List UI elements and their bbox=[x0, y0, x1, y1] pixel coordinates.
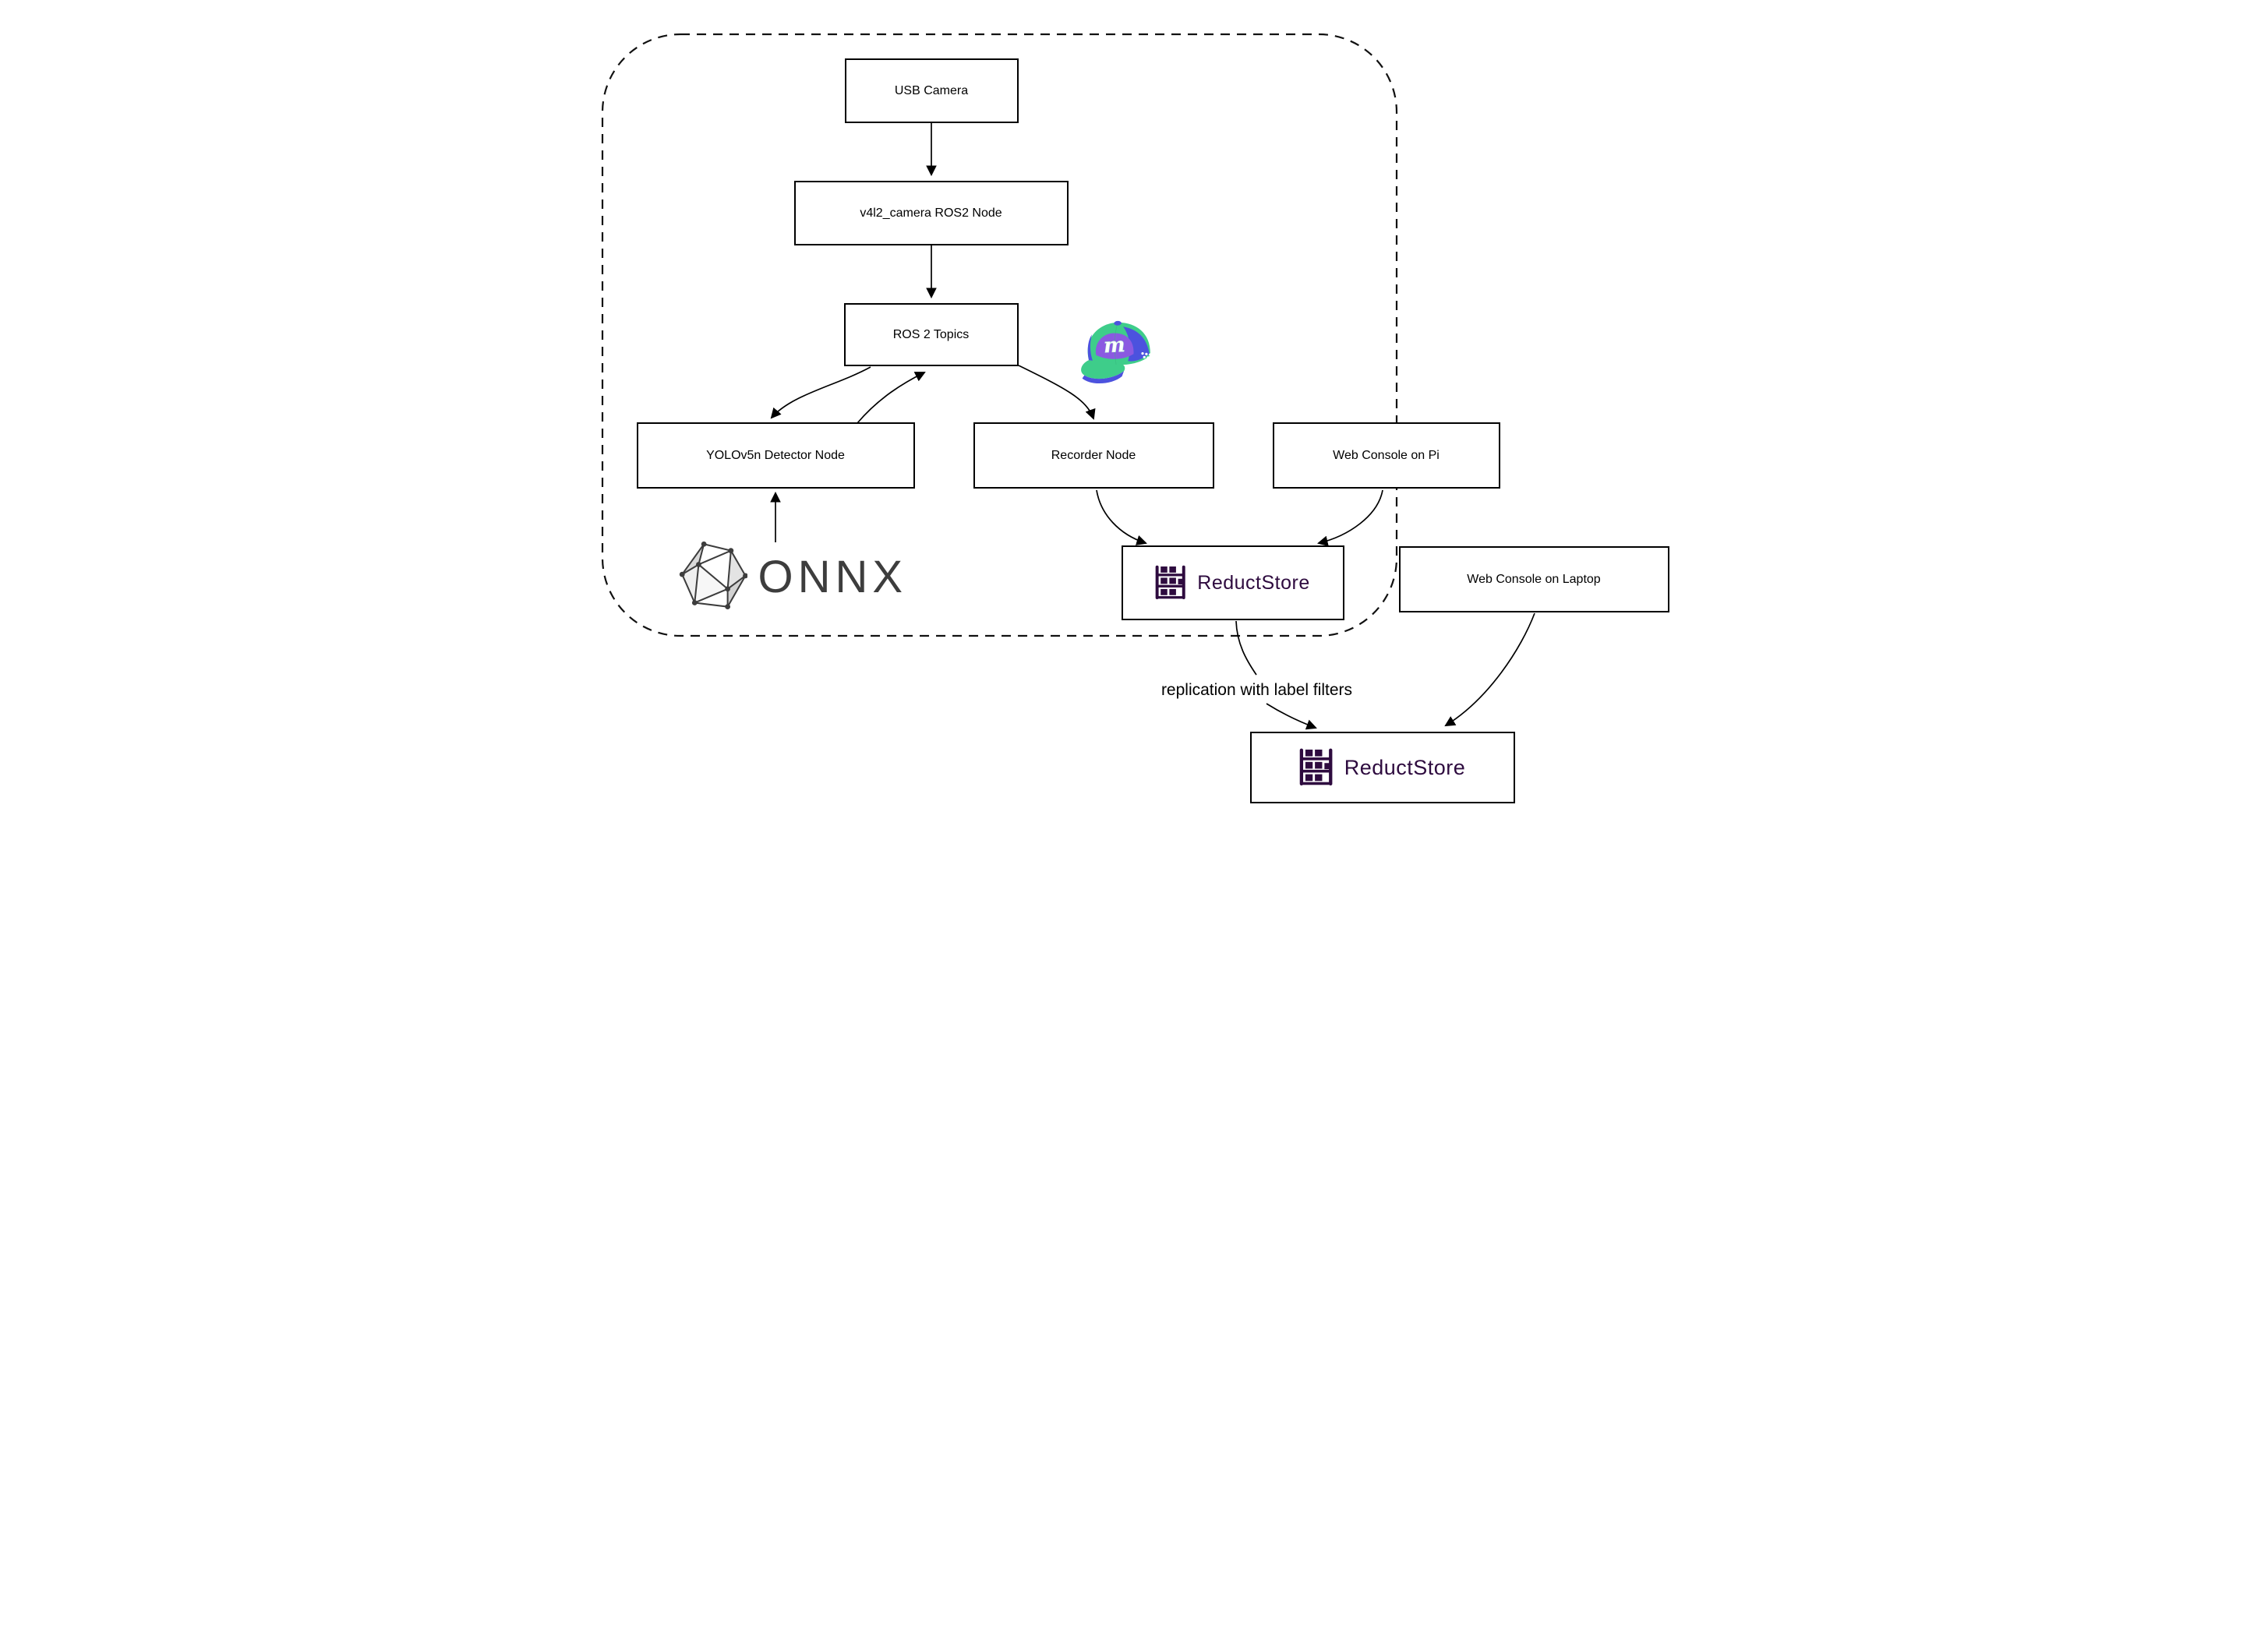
onnx-logo: ONNX bbox=[679, 541, 908, 613]
mcap-cap-icon: m bbox=[1076, 316, 1161, 386]
node-v4l2-camera-ros2[interactable]: v4l2_camera ROS2 Node bbox=[793, 181, 1069, 245]
mcap-monogram: m bbox=[1103, 334, 1125, 358]
node-label: ROS 2 Topics bbox=[892, 327, 970, 341]
node-label: Web Console on Pi bbox=[1333, 448, 1440, 462]
node-recorder[interactable]: Recorder Node bbox=[973, 422, 1214, 489]
node-label: Web Console on Laptop bbox=[1467, 572, 1601, 586]
reductstore-shelf-icon bbox=[1299, 747, 1335, 788]
diagram-canvas: USB Camera v4l2_camera ROS2 Node ROS 2 T… bbox=[567, 0, 1701, 814]
reductstore-wordmark: ReductStore bbox=[1344, 755, 1466, 779]
onnx-polyhedron-icon bbox=[679, 541, 748, 613]
node-ros2-topics[interactable]: ROS 2 Topics bbox=[843, 303, 1019, 366]
reductstore-shelf-icon bbox=[1155, 564, 1188, 602]
reductstore-wordmark: ReductStore bbox=[1197, 571, 1310, 594]
node-reductstore-central[interactable]: ReductStore bbox=[1249, 732, 1515, 803]
node-web-console-pi[interactable]: Web Console on Pi bbox=[1272, 422, 1500, 489]
edge-device-boundary bbox=[567, 0, 1701, 814]
node-label: v4l2_camera ROS2 Node bbox=[860, 206, 1002, 220]
node-label: USB Camera bbox=[894, 83, 969, 97]
node-label: Recorder Node bbox=[1051, 448, 1136, 462]
node-usb-camera[interactable]: USB Camera bbox=[844, 58, 1019, 123]
node-label: YOLOv5n Detector Node bbox=[706, 448, 845, 462]
replication-edge-label: replication with label filters bbox=[1160, 681, 1353, 699]
node-web-console-laptop[interactable]: Web Console on Laptop bbox=[1398, 546, 1669, 612]
dashed-boundary-rect bbox=[601, 33, 1397, 637]
node-yolov5n-detector[interactable]: YOLOv5n Detector Node bbox=[636, 422, 915, 489]
node-reductstore-edge[interactable]: ReductStore bbox=[1121, 545, 1344, 620]
onnx-wordmark: ONNX bbox=[758, 551, 908, 602]
